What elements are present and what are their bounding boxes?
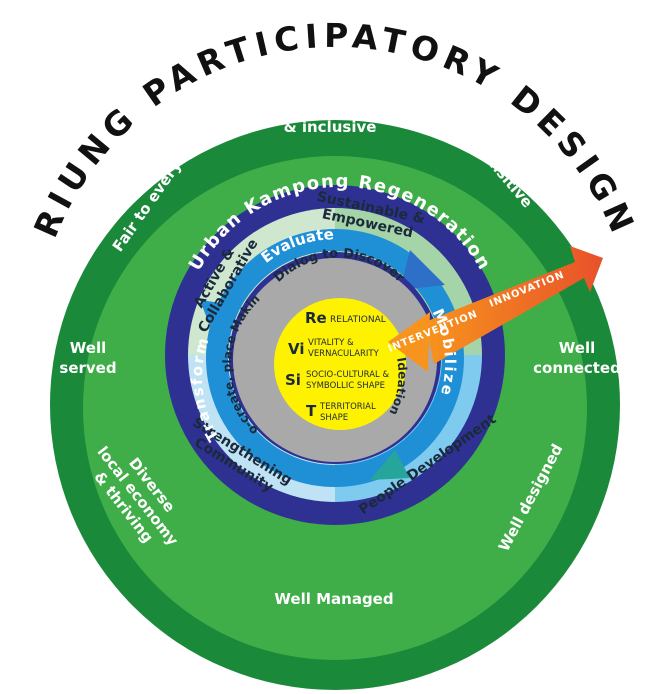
core-abbr-t: T xyxy=(306,402,317,420)
item-active-safe-inclusive: Active, safe& inclusive xyxy=(280,98,379,136)
core-list: Re RELATIONAL Vi VITALITY &VERNACULARITY… xyxy=(285,309,389,423)
arrow-shaft xyxy=(425,246,603,364)
core-abbr-si: Si xyxy=(285,371,301,389)
cycle-ring xyxy=(206,229,464,487)
mobilize-arrowhead xyxy=(370,450,410,480)
transform-arrowhead xyxy=(200,300,235,340)
intervention-arrowhead xyxy=(388,312,430,372)
core-label-vi: VITALITY &VERNACULARITY xyxy=(308,338,380,359)
item-well-managed: Well Managed xyxy=(274,590,393,608)
core-abbr-re: Re xyxy=(305,309,327,327)
core-abbr-vi: Vi xyxy=(288,340,305,358)
core-label-si: SOCIO-CULTURAL &SYMBOLLIC SHAPE xyxy=(306,370,389,391)
core-label-re: RELATIONAL xyxy=(330,315,386,325)
evaluate-arrowhead xyxy=(400,250,445,290)
core-circle xyxy=(274,298,406,430)
intervention-innovation-arrow xyxy=(388,246,603,372)
